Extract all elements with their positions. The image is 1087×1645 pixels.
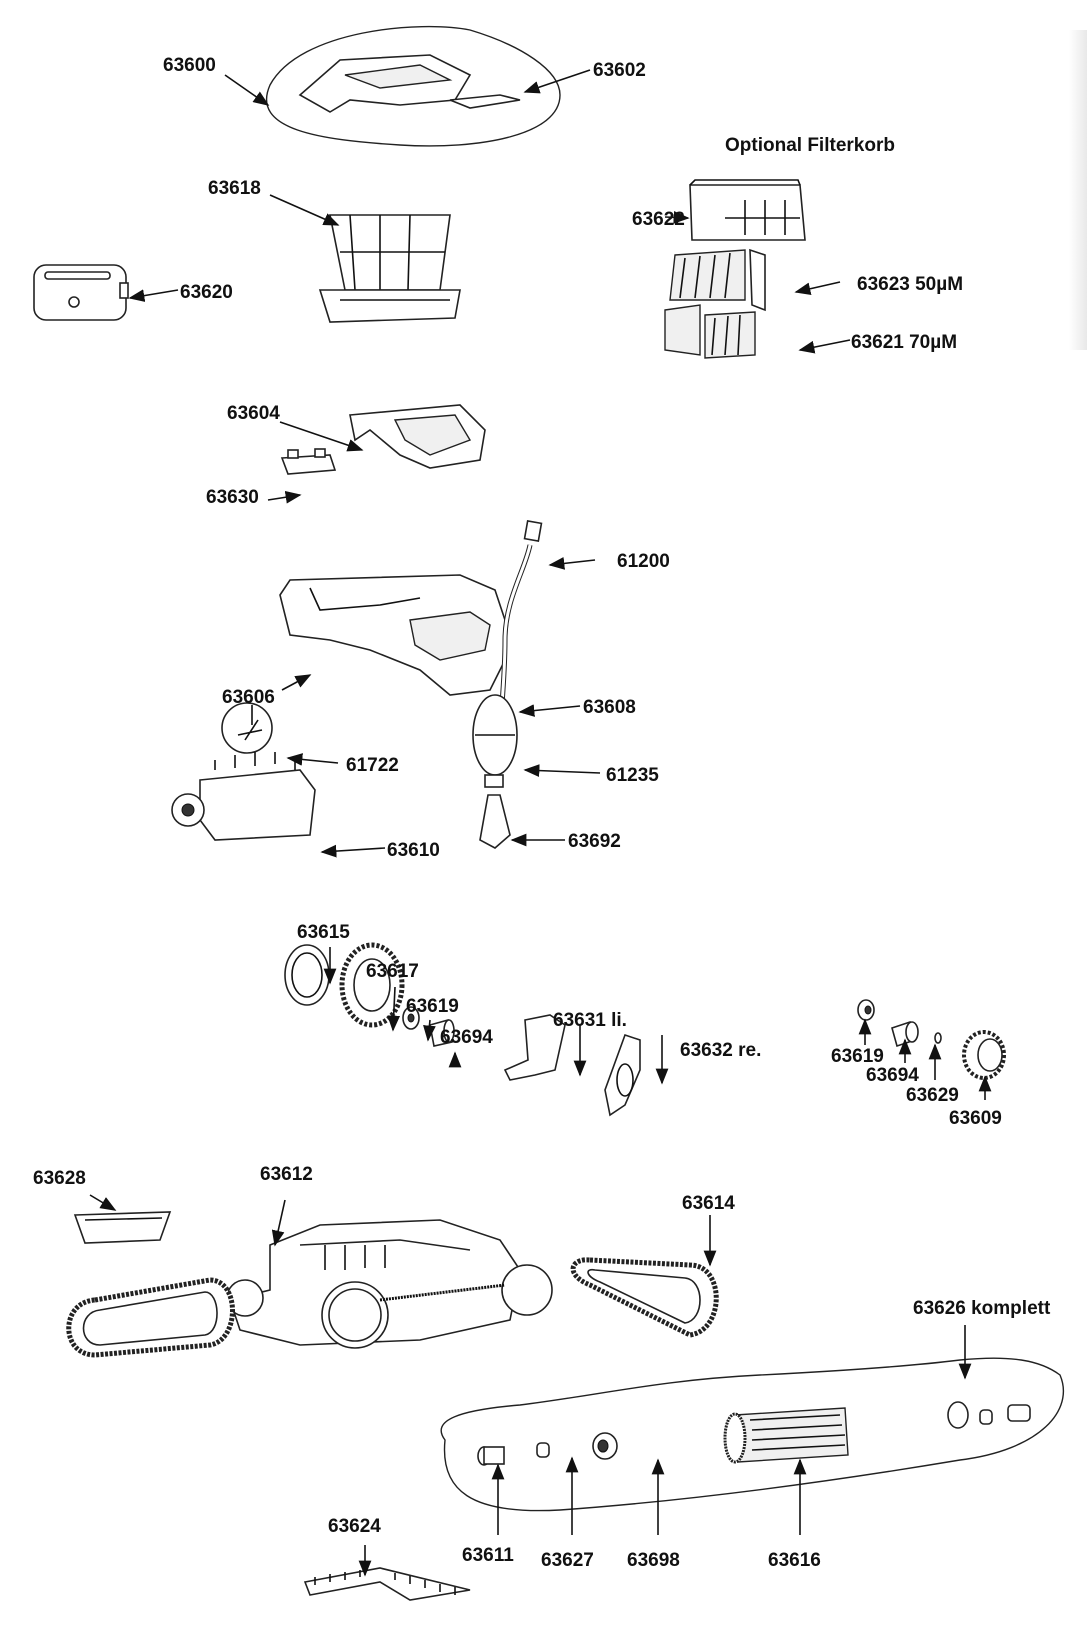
part-63619-washer-left xyxy=(402,1006,420,1030)
part-63631-bracket-left xyxy=(503,1014,566,1081)
part-63622-optional-basket xyxy=(689,179,806,241)
part-63619-washer-right xyxy=(857,999,875,1021)
label-63632: 63632 re. xyxy=(680,1040,762,1061)
part-63612-chassis xyxy=(226,1219,553,1349)
label-63619-right: 63619 xyxy=(831,1046,884,1067)
part-track-left xyxy=(66,1277,235,1358)
label-63600: 63600 xyxy=(163,55,216,76)
label-61235: 61235 xyxy=(606,765,659,786)
part-63632-bracket-right xyxy=(604,1033,641,1117)
label-63694-right: 63694 xyxy=(866,1065,919,1086)
part-63616-brush xyxy=(723,1407,849,1464)
leader-arrows xyxy=(89,69,992,1577)
label-63614: 63614 xyxy=(682,1193,735,1214)
part-63621-filter-70 xyxy=(664,304,756,359)
label-63615: 63615 xyxy=(297,922,350,943)
label-63622: 63622 xyxy=(632,209,685,230)
part-63609-gear xyxy=(962,1030,1006,1080)
part-63604-top-cover xyxy=(349,404,486,469)
label-63618: 63618 xyxy=(208,178,261,199)
part-63618-filter-basket xyxy=(318,214,461,323)
part-63627-bush xyxy=(536,1442,550,1458)
label-63612: 63612 xyxy=(260,1164,313,1185)
label-63609: 63609 xyxy=(949,1108,1002,1129)
part-brush-end-parts xyxy=(947,1401,1031,1429)
label-63630: 63630 xyxy=(206,487,259,508)
part-63617-gear xyxy=(339,942,405,1028)
label-63623: 63623 50µM xyxy=(857,274,964,295)
part-63623-filter-50 xyxy=(669,248,766,312)
part-63628-handle xyxy=(73,1211,172,1244)
label-63621: 63621 70µM xyxy=(851,332,958,353)
label-63629: 63629 xyxy=(906,1085,959,1106)
part-63610-motor xyxy=(171,752,316,841)
label-63611: 63611 xyxy=(462,1545,514,1566)
part-63624-strip xyxy=(303,1567,471,1601)
label-63606: 63606 xyxy=(222,687,275,708)
page-edge-shadow xyxy=(1069,30,1087,350)
label-61722: 61722 xyxy=(346,755,399,776)
part-63626-brush-assembly xyxy=(440,1357,1065,1512)
label-63619-left: 63619 xyxy=(406,996,459,1017)
label-63694-left: 63694 xyxy=(440,1027,493,1048)
label-63617: 63617 xyxy=(366,961,419,982)
part-63615-disc xyxy=(284,944,330,1006)
optional-filterkorb-heading: Optional Filterkorb xyxy=(725,135,895,156)
part-61235-float xyxy=(472,694,518,849)
part-63606-body xyxy=(279,574,506,696)
label-63610: 63610 xyxy=(387,840,440,861)
label-63604: 63604 xyxy=(227,403,280,424)
part-63630-clip xyxy=(280,448,337,475)
part-63611-axle xyxy=(477,1446,505,1466)
label-61200: 61200 xyxy=(617,551,670,572)
label-63608: 63608 xyxy=(583,697,636,718)
label-63626: 63626 komplett xyxy=(913,1298,1051,1319)
label-63631: 63631 li. xyxy=(553,1010,627,1031)
label-63602: 63602 xyxy=(593,60,646,81)
part-63629-pin xyxy=(934,1032,942,1044)
part-61722-impeller xyxy=(221,702,273,754)
label-63620: 63620 xyxy=(180,282,233,303)
part-63698-nut xyxy=(592,1432,618,1460)
part-63620-cover xyxy=(33,264,129,321)
part-63600-lid xyxy=(265,25,561,147)
label-63698: 63698 xyxy=(627,1550,680,1571)
part-63614-track xyxy=(570,1257,719,1338)
label-63624: 63624 xyxy=(328,1516,381,1537)
label-63692: 63692 xyxy=(568,831,621,852)
label-63627: 63627 xyxy=(541,1550,594,1571)
label-63628: 63628 xyxy=(33,1168,86,1189)
label-63616: 63616 xyxy=(768,1550,821,1571)
